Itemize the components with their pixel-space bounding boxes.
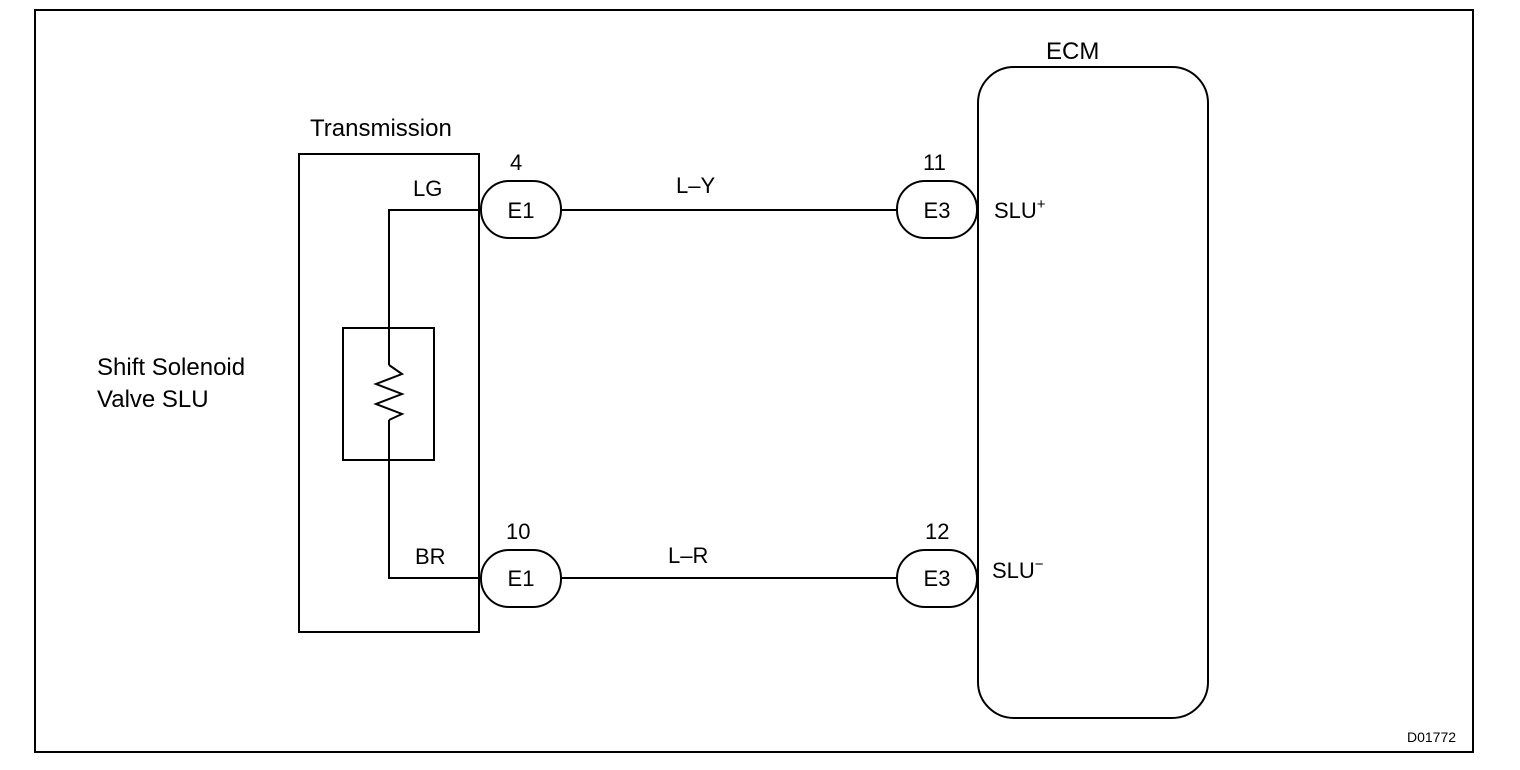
pin-number-e1-top: 4	[510, 150, 522, 175]
wire-lg	[388, 209, 481, 365]
wire-label-br: BR	[415, 544, 446, 569]
resistor-icon	[373, 364, 405, 421]
pin-number-e3-top: 11	[923, 150, 946, 175]
wire-label-ly: L–Y	[676, 173, 715, 198]
wire-label-lr: L–R	[668, 543, 708, 568]
transmission-box	[298, 153, 480, 633]
ecm-terminal-slu-plus-sign: +	[1037, 196, 1046, 213]
ecm-title: ECM	[1046, 38, 1099, 65]
ecm-terminal-slu-minus-sign: −	[1035, 556, 1044, 573]
ecm-terminal-slu-minus: SLU−	[992, 556, 1044, 583]
solenoid-label-line1: Shift Solenoid	[97, 354, 245, 381]
connector-e1-bottom-code: E1	[508, 566, 535, 591]
solenoid-label-line2: Valve SLU	[97, 386, 209, 413]
diagram-frame	[34, 9, 1474, 753]
ecm-terminal-slu-minus-name: SLU	[992, 558, 1035, 583]
connector-e3-top-code: E3	[924, 198, 951, 223]
transmission-title: Transmission	[310, 115, 452, 142]
pin-number-e3-bottom: 12	[925, 519, 949, 544]
ecm-terminal-slu-plus-name: SLU	[994, 198, 1037, 223]
pin-number-e1-bottom: 10	[506, 519, 530, 544]
connector-e3-bottom-code: E3	[924, 566, 951, 591]
wire-label-lg: LG	[413, 176, 442, 201]
ecm-terminal-slu-plus: SLU+	[994, 196, 1046, 223]
figure-id: D01772	[1407, 729, 1456, 745]
ecm-box	[977, 66, 1209, 719]
connector-e1-top-code: E1	[508, 198, 535, 223]
wire-br	[388, 420, 481, 579]
